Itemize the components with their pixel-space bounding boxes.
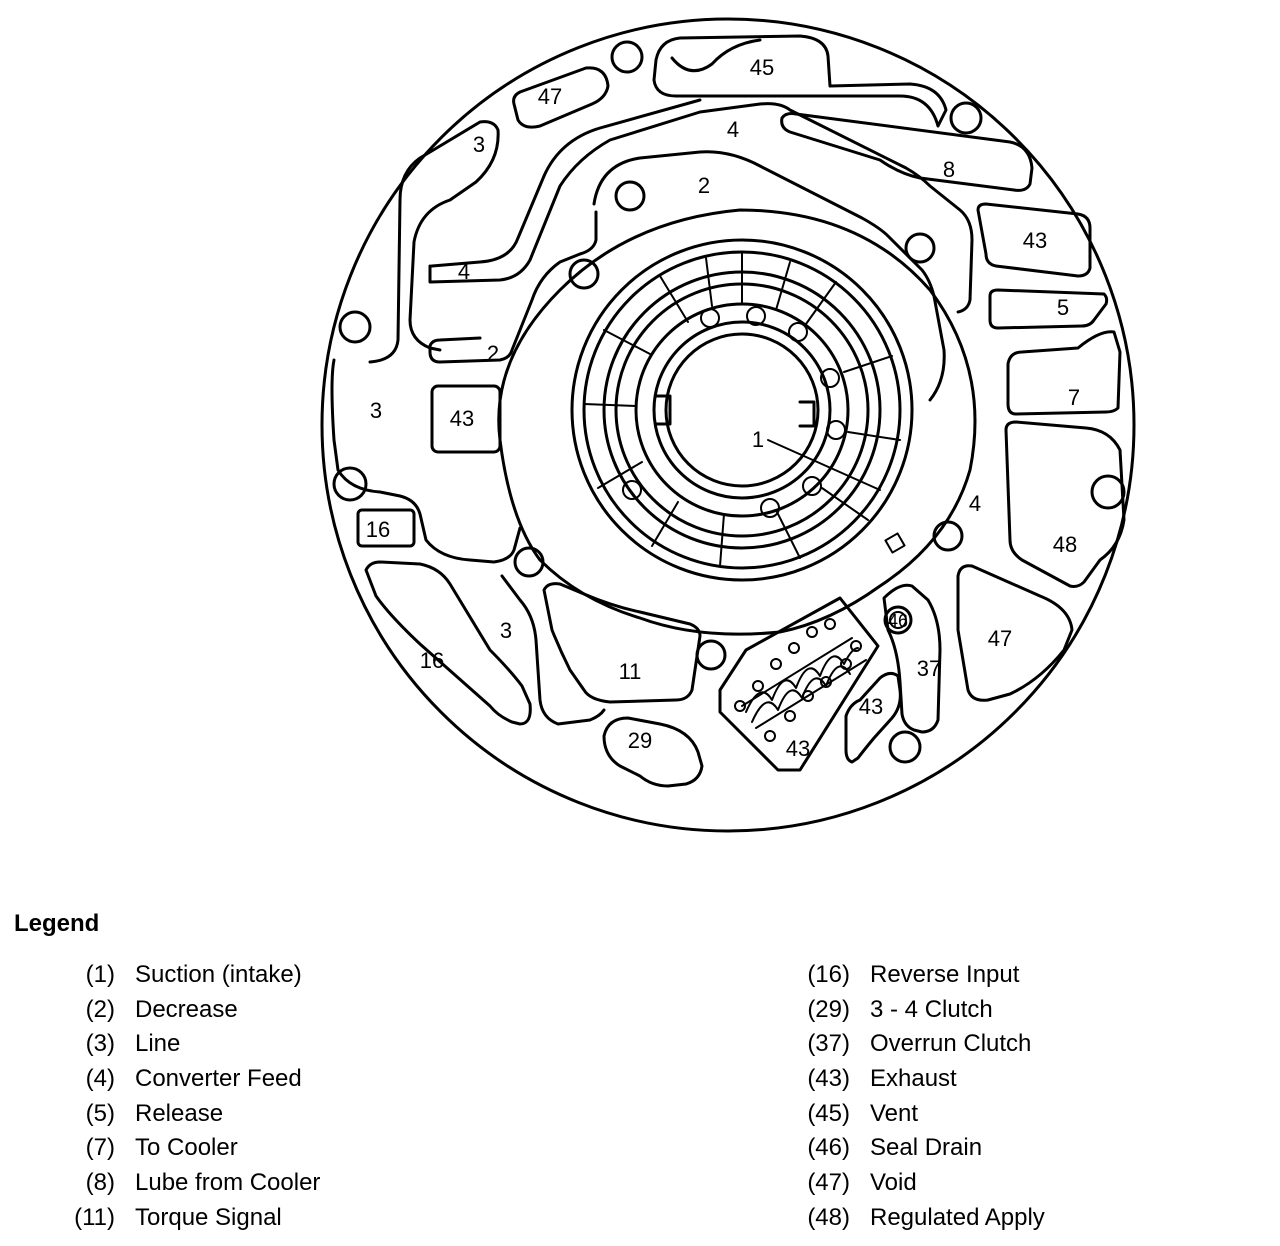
pump-body-diagram: 45 47 3 4 8 2 43 4 5 2 7 3 43 1 4 16 48 …: [320, 17, 1136, 833]
bolt-holes: [332, 40, 1126, 764]
legend-number: (5): [85, 1099, 115, 1127]
legend-left-column: (1)Suction (intake) (2)Decrease (3)Line …: [74, 958, 321, 1236]
legend-label: Void: [870, 1169, 917, 1197]
label-2-top: 2: [698, 173, 710, 198]
legend-label: To Cooler: [135, 1134, 238, 1162]
legend-label: Exhaust: [870, 1065, 957, 1093]
legend-item: (5) Release: [86, 1097, 320, 1132]
legend-number: (3): [85, 1030, 115, 1058]
legend-number: (4): [85, 1065, 115, 1093]
legend-item: (2) Decrease: [86, 993, 320, 1028]
legend-label: Converter Feed: [135, 1065, 302, 1093]
label-4-top: 4: [727, 117, 739, 142]
label-29: 29: [628, 728, 652, 753]
legend-item: (7) To Cooler: [86, 1131, 320, 1166]
legend-number: (16): [807, 961, 850, 988]
legend-label: Torque Signal: [135, 1203, 282, 1231]
label-45: 45: [750, 55, 774, 80]
label-47-lower: 47: [988, 626, 1012, 651]
legend-item: (4) Converter Feed: [86, 1062, 320, 1097]
legend-label: Decrease: [135, 995, 238, 1023]
label-43-left: 43: [450, 406, 474, 431]
legend-number: (43): [807, 1065, 850, 1093]
legend-label: Line: [135, 1030, 181, 1058]
label-5: 5: [1057, 295, 1069, 320]
passages: [330, 34, 1126, 788]
label-4-left: 4: [458, 259, 470, 284]
legend-number: (1): [85, 961, 115, 988]
legend-item: (48) Regulated Apply: [807, 1201, 1045, 1236]
legend-number: (48): [807, 1203, 850, 1231]
label-47-top: 47: [538, 84, 562, 109]
legend-label: Overrun Clutch: [870, 1030, 1032, 1058]
label-43-upper: 43: [1023, 228, 1047, 253]
legend-item: (11) Torque Signal: [74, 1201, 320, 1236]
legend-number: (8): [85, 1169, 115, 1197]
label-1: 1: [752, 427, 764, 452]
legend-number: (46): [807, 1134, 850, 1162]
legend-item: (29) 3 - 4 Clutch: [807, 993, 1045, 1028]
legend-item: (3) Line: [86, 1027, 320, 1062]
label-37: 37: [917, 656, 941, 681]
legend-label: Reverse Input: [870, 961, 1020, 988]
label-4-right: 4: [969, 491, 981, 516]
label-7: 7: [1068, 385, 1080, 410]
legend-item: (46) Seal Drain: [807, 1131, 1045, 1166]
label-8: 8: [943, 157, 955, 182]
label-3-lower: 3: [500, 618, 512, 643]
legend-item: (37) Overrun Clutch: [807, 1027, 1045, 1062]
legend-number: (7): [85, 1134, 115, 1162]
region-labels: 45 47 3 4 8 2 43 4 5 2 7 3 43 1 4 16 48 …: [366, 55, 1080, 761]
legend-item: (47) Void: [807, 1166, 1045, 1201]
rotor-assembly: [570, 238, 914, 582]
legend-label: Seal Drain: [870, 1134, 983, 1162]
label-48: 48: [1053, 532, 1077, 557]
legend-label: Release: [135, 1099, 224, 1127]
label-43-bottom: 43: [786, 736, 810, 761]
legend-item: (16) Reverse Input: [807, 958, 1045, 993]
label-16-lower: 16: [420, 648, 444, 673]
label-2-left: 2: [487, 341, 499, 366]
legend-number: (11): [74, 1203, 115, 1231]
legend-label: Regulated Apply: [870, 1203, 1045, 1231]
label-11: 11: [619, 659, 642, 684]
legend-label: Vent: [870, 1099, 919, 1127]
pressure-spring: [734, 618, 867, 742]
legend-label: Suction (intake): [135, 961, 302, 988]
legend-label: Lube from Cooler: [135, 1169, 321, 1197]
legend-item: (1) Suction (intake): [86, 958, 320, 993]
legend-number: (29): [807, 995, 850, 1023]
legend-item: (45) Vent: [807, 1097, 1045, 1132]
legend-number: (45): [807, 1099, 850, 1127]
label-3-top: 3: [473, 132, 485, 157]
legend-title: Legend: [14, 910, 100, 937]
legend-item: (43) Exhaust: [807, 1062, 1045, 1097]
legend-number: (47): [807, 1169, 850, 1197]
legend-label: 3 - 4 Clutch: [870, 995, 993, 1023]
pump-outer-edge: [320, 17, 1136, 833]
label-43-lower: 43: [859, 694, 883, 719]
label-3-left: 3: [370, 398, 382, 423]
label-16-box: 16: [366, 517, 390, 542]
legend-right-column: (16) Reverse Input (29) 3 - 4 Clutch (37) O…: [807, 958, 1045, 1236]
legend-number: (37): [807, 1030, 850, 1058]
legend-number: (2): [85, 995, 115, 1023]
legend-item: (8) Lube from Cooler: [86, 1166, 321, 1201]
label-46: 46: [888, 611, 908, 631]
